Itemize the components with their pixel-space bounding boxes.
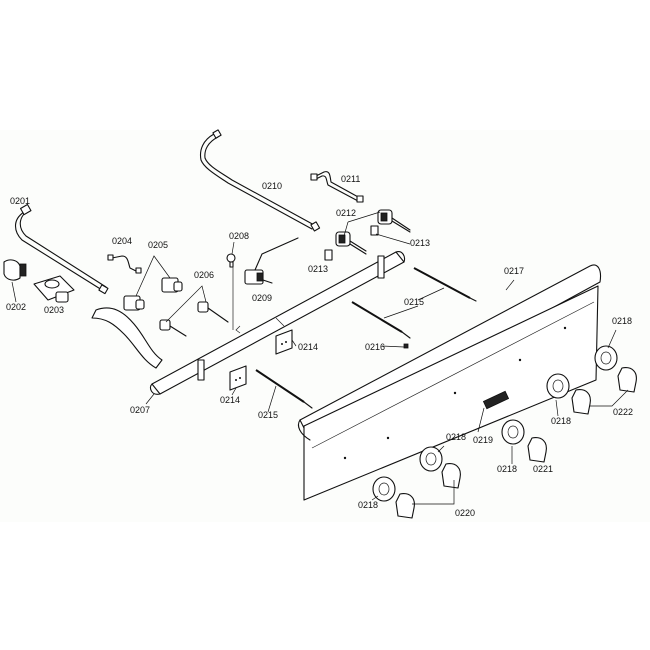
knob-0220-b[interactable]	[395, 493, 415, 519]
solenoid-0205-a[interactable]	[123, 295, 145, 311]
knob-ring-0218-d[interactable]	[419, 446, 443, 472]
label-0213-left: 0213	[308, 264, 328, 274]
label-0218-e: 0218	[358, 500, 378, 510]
tube-0204[interactable]	[107, 254, 142, 274]
knob-ring-0218-e[interactable]	[372, 476, 396, 502]
orifice-0208[interactable]	[226, 253, 236, 268]
label-0218-a: 0218	[612, 316, 632, 326]
label-0222: 0222	[613, 407, 633, 417]
badge-0219[interactable]	[482, 390, 510, 410]
label-0220: 0220	[455, 508, 475, 518]
label-0215-lower: 0215	[258, 410, 278, 420]
label-0214-upper: 0214	[298, 342, 318, 352]
label-0218-d: 0218	[497, 464, 517, 474]
label-0212: 0212	[336, 208, 356, 218]
label-0215-upper: 0215	[404, 297, 424, 307]
bracket-0214-lower[interactable]	[229, 365, 247, 391]
label-0205: 0205	[148, 240, 168, 250]
gas-tube-0211[interactable]	[310, 171, 364, 203]
label-0216: 0216	[365, 342, 385, 352]
knob-0221[interactable]	[527, 437, 547, 463]
thermocouple-0215-middle[interactable]	[351, 301, 411, 339]
control-panel-0217[interactable]	[297, 264, 602, 501]
label-0204: 0204	[112, 236, 132, 246]
label-0203: 0203	[44, 305, 64, 315]
label-0202: 0202	[6, 302, 26, 312]
gas-tube-0210[interactable]	[199, 129, 321, 232]
elbow-fitting-0202[interactable]	[3, 259, 27, 281]
gas-tube-0201[interactable]	[14, 203, 109, 295]
knob-ring-0218-a[interactable]	[594, 345, 618, 371]
valve-0212-right[interactable]	[377, 209, 411, 233]
ignition-switch-0209[interactable]	[244, 237, 299, 285]
label-0206: 0206	[194, 270, 214, 280]
thermocouple-0215-lower[interactable]	[255, 369, 313, 409]
solenoid-0205-b[interactable]	[161, 277, 183, 293]
thermocouple-0215-upper[interactable]	[413, 267, 477, 302]
valve-0212-left[interactable]	[335, 231, 367, 255]
label-0214-lower: 0214	[220, 395, 240, 405]
part-labels: 0201 0202 0203 0204 0205 0206 0207 0208 …	[6, 174, 633, 518]
knob-0222-a[interactable]	[617, 367, 637, 393]
label-0207: 0207	[130, 405, 150, 415]
knob-0222-b[interactable]	[571, 389, 591, 415]
label-0221: 0221	[533, 464, 553, 474]
bracket-0214-upper[interactable]	[275, 329, 293, 355]
label-0213-right: 0213	[410, 238, 430, 248]
label-0217: 0217	[504, 266, 524, 276]
clip-0213-left[interactable]	[324, 249, 333, 261]
label-0209: 0209	[252, 293, 272, 303]
label-0218-c: 0218	[446, 432, 466, 442]
knob-ring-0218-c[interactable]	[501, 419, 525, 445]
valve-0206-a[interactable]	[159, 319, 187, 337]
knob-0220-a[interactable]	[441, 463, 461, 489]
label-0219: 0219	[473, 435, 493, 445]
label-0211: 0211	[341, 174, 360, 184]
label-0210: 0210	[262, 181, 282, 191]
label-0201: 0201	[10, 196, 30, 206]
manifold-0207[interactable]	[91, 251, 406, 395]
clip-0213-right[interactable]	[370, 225, 379, 236]
label-0218-b: 0218	[551, 416, 571, 426]
knob-ring-0218-b[interactable]	[546, 373, 570, 399]
label-0208: 0208	[229, 231, 249, 241]
regulator-0203[interactable]	[33, 275, 75, 303]
grommet-0216[interactable]	[403, 343, 409, 349]
valve-0206-b[interactable]	[197, 301, 229, 323]
